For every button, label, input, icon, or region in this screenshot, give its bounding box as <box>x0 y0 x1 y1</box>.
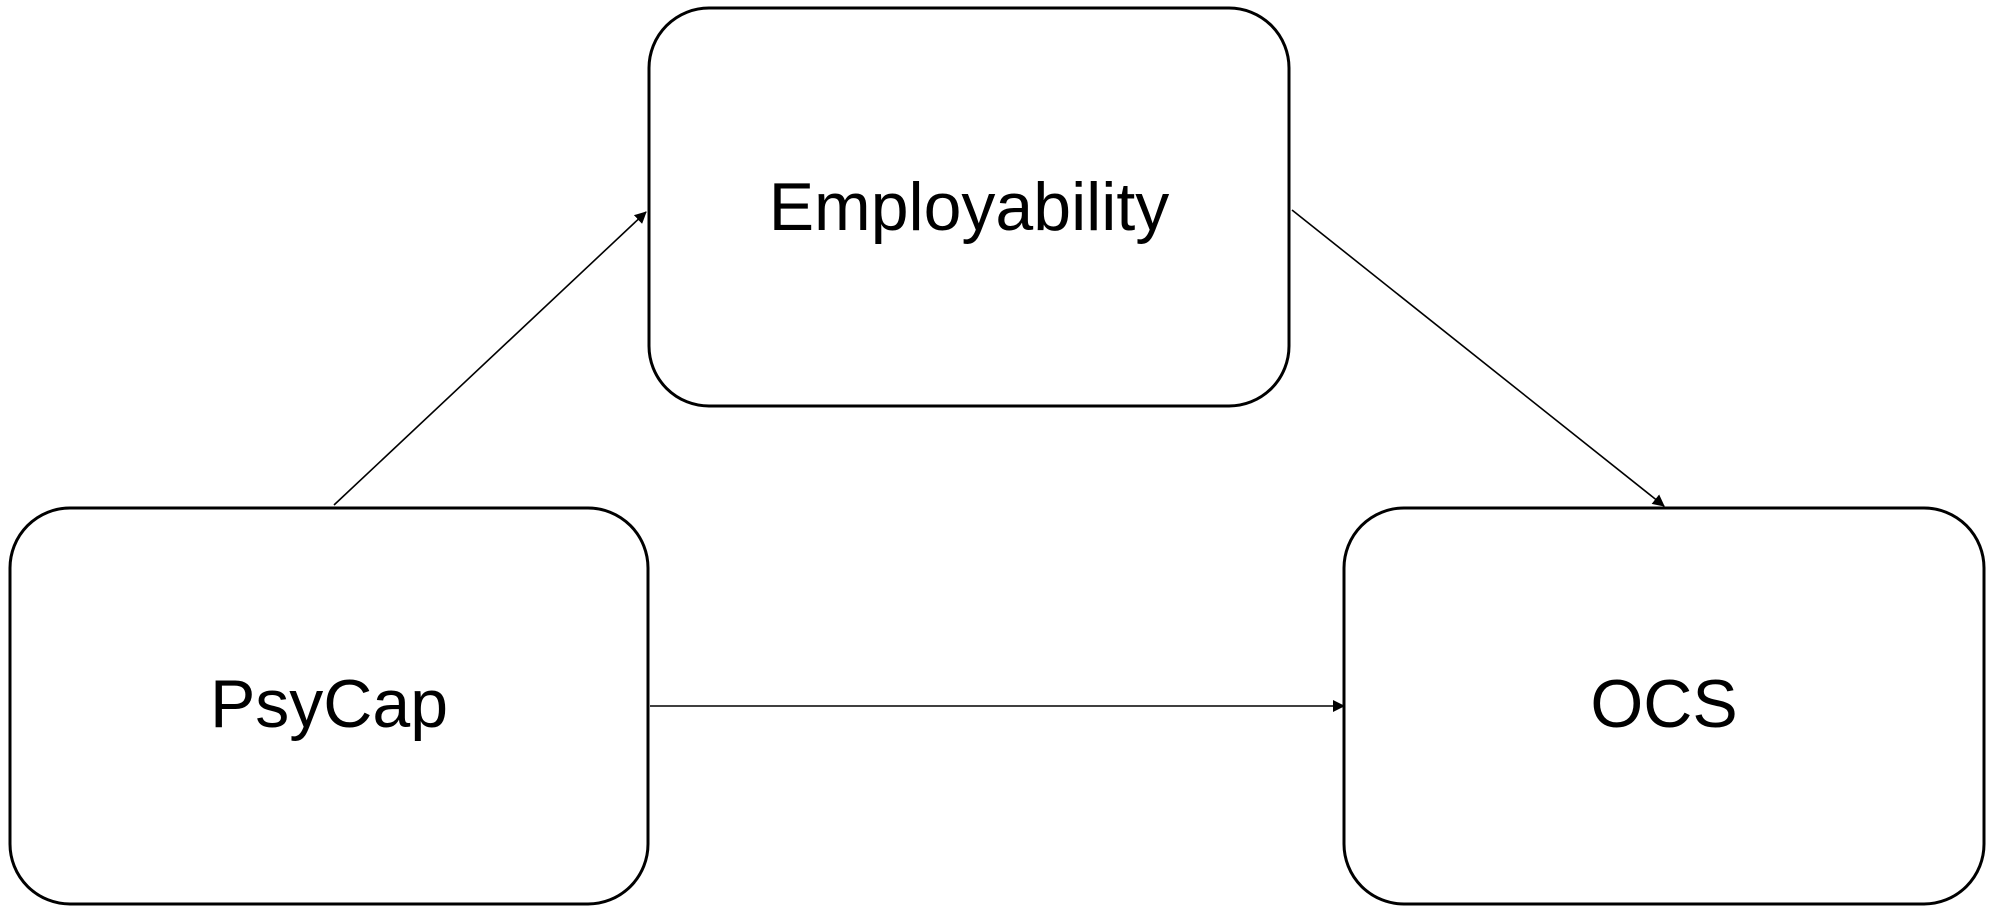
ocs-box <box>1342 506 1986 906</box>
psycap-label: PsyCap <box>210 666 448 742</box>
edges <box>333 209 1665 712</box>
node-psycap: PsyCap <box>8 506 650 906</box>
ocs-label: OCS <box>1590 666 1737 742</box>
edge-psycap-to-employability <box>333 211 647 506</box>
psycap-box <box>8 506 650 906</box>
node-ocs: OCS <box>1342 506 1986 906</box>
employability-box <box>647 6 1291 408</box>
edge-employability-to-ocs <box>1291 209 1665 507</box>
node-employability: Employability <box>647 6 1291 408</box>
employability-label: Employability <box>769 169 1170 245</box>
